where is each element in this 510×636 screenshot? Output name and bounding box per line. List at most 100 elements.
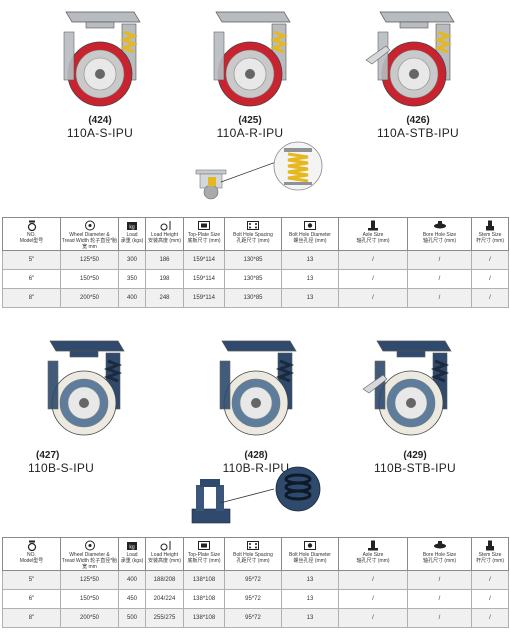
header-label: Load — [126, 552, 138, 558]
caster-code: (425) — [238, 115, 262, 126]
table-cell: 150*50 — [60, 589, 119, 609]
header-sublabel: 底板尺寸 (mm) — [187, 558, 221, 564]
header-label: NO. — [27, 552, 36, 558]
table-cell: / — [471, 570, 509, 590]
table-cell: 130*85 — [224, 250, 282, 270]
header-sublabel: Tread Width 轮子直径*胎宽 mm — [61, 558, 118, 570]
header-sublabel: 螺丝孔径 (mm) — [293, 238, 327, 244]
top-plate — [379, 11, 455, 23]
header-cell-wheel: Wheel Diameter &Tread Width 轮子直径*胎宽 mm — [60, 217, 119, 251]
table-cell: 8" — [2, 608, 61, 628]
table-cell: 6" — [2, 269, 61, 289]
spring-icon — [433, 30, 453, 54]
header-sublabel: 承重 (kgs) — [120, 238, 144, 244]
header-sublabel: 轴孔尺寸 (mm) — [356, 238, 390, 244]
header-label: Wheel Diameter & — [69, 232, 110, 238]
table-cell: 95*72 — [224, 589, 282, 609]
wheel-icon — [84, 220, 95, 231]
spacing-icon — [247, 541, 259, 550]
table-cell: 188/208 — [145, 570, 184, 590]
caster-427: (427) 110B-S-IPU — [28, 331, 140, 475]
spring-icon — [284, 473, 312, 501]
header-sublabel: 孔距尺寸 (mm) — [236, 558, 270, 564]
header-label: Stem Size — [478, 232, 502, 238]
spring-icon — [430, 359, 450, 383]
table-cell: / — [471, 608, 509, 628]
svg-text:kg: kg — [129, 225, 135, 231]
table-cell: / — [407, 608, 472, 628]
header-sublabel: 螺丝孔径 (mm) — [293, 558, 327, 564]
caster-image — [47, 340, 125, 436]
bore-icon — [433, 541, 446, 549]
spring-icon — [269, 30, 289, 54]
table-cell: 200*50 — [60, 608, 119, 628]
caster-426: (426) 110A-STB-IPU — [362, 2, 474, 140]
stem-icon — [486, 220, 494, 231]
table-cell: 13 — [281, 288, 339, 308]
table-cell: / — [338, 250, 408, 270]
table-cell: 125*50 — [60, 250, 119, 270]
header-label: Top-Plate Size — [187, 552, 221, 558]
header-label: Load Height — [151, 232, 178, 238]
spring-icon — [284, 148, 312, 185]
table-cell: 198 — [145, 269, 184, 289]
table-header-row: NO.Model型号 Wheel Diameter &Tread Width 轮子… — [2, 537, 509, 571]
header-label: Axle Size — [362, 232, 384, 238]
mini-caster-a — [195, 169, 227, 200]
header-sublabel: 轴孔尺寸 (mm) — [422, 238, 457, 244]
header-sublabel: 承重 (kgs) — [120, 558, 144, 564]
caster-code: (424) — [88, 115, 112, 126]
table-cell: 138*108 — [183, 589, 225, 609]
table-cell: 138*108 — [183, 570, 225, 590]
header-label: Wheel Diameter & — [69, 552, 110, 558]
hole-icon — [304, 541, 316, 550]
table-cell: 13 — [281, 269, 339, 289]
table-cell: 95*72 — [224, 570, 282, 590]
caster-image — [213, 11, 291, 107]
table-cell: / — [338, 269, 408, 289]
header-label: NO. — [27, 232, 36, 238]
caster-model: 110B-STB-IPU — [373, 461, 457, 475]
header-sublabel: 杆尺寸 (mm) — [475, 558, 505, 564]
table-cell: 159*114 — [183, 288, 225, 308]
table-cell: 5" — [2, 250, 61, 270]
table-cell: 138*108 — [183, 608, 225, 628]
top-plate — [49, 340, 125, 352]
table-cell: 125*50 — [60, 570, 119, 590]
table-cell: / — [471, 288, 509, 308]
stem-icon — [486, 540, 494, 551]
table-cell: / — [407, 589, 472, 609]
header-label: Load Height — [151, 552, 178, 558]
caster-model: 110A-STB-IPU — [376, 126, 460, 140]
height-icon — [160, 541, 170, 551]
table-cell: 450 — [118, 589, 146, 609]
caster-model: 110A-S-IPU — [66, 126, 134, 140]
header-label: Bolt Hole Spacing — [233, 552, 273, 558]
caster-image — [362, 340, 452, 436]
caster-model: 110B-S-IPU — [28, 461, 95, 475]
header-cell-caster: NO.Model型号 — [2, 537, 61, 571]
table-cell: 8" — [2, 288, 61, 308]
plate-icon — [198, 541, 210, 550]
load-icon: kg — [127, 542, 137, 551]
top-plate — [376, 340, 452, 352]
caster-icon — [27, 540, 36, 551]
spring-detail-b — [186, 465, 336, 538]
table-cell: 500 — [118, 608, 146, 628]
table-cell: / — [407, 288, 472, 308]
caster-image — [365, 11, 455, 107]
table-cell: 6" — [2, 589, 61, 609]
